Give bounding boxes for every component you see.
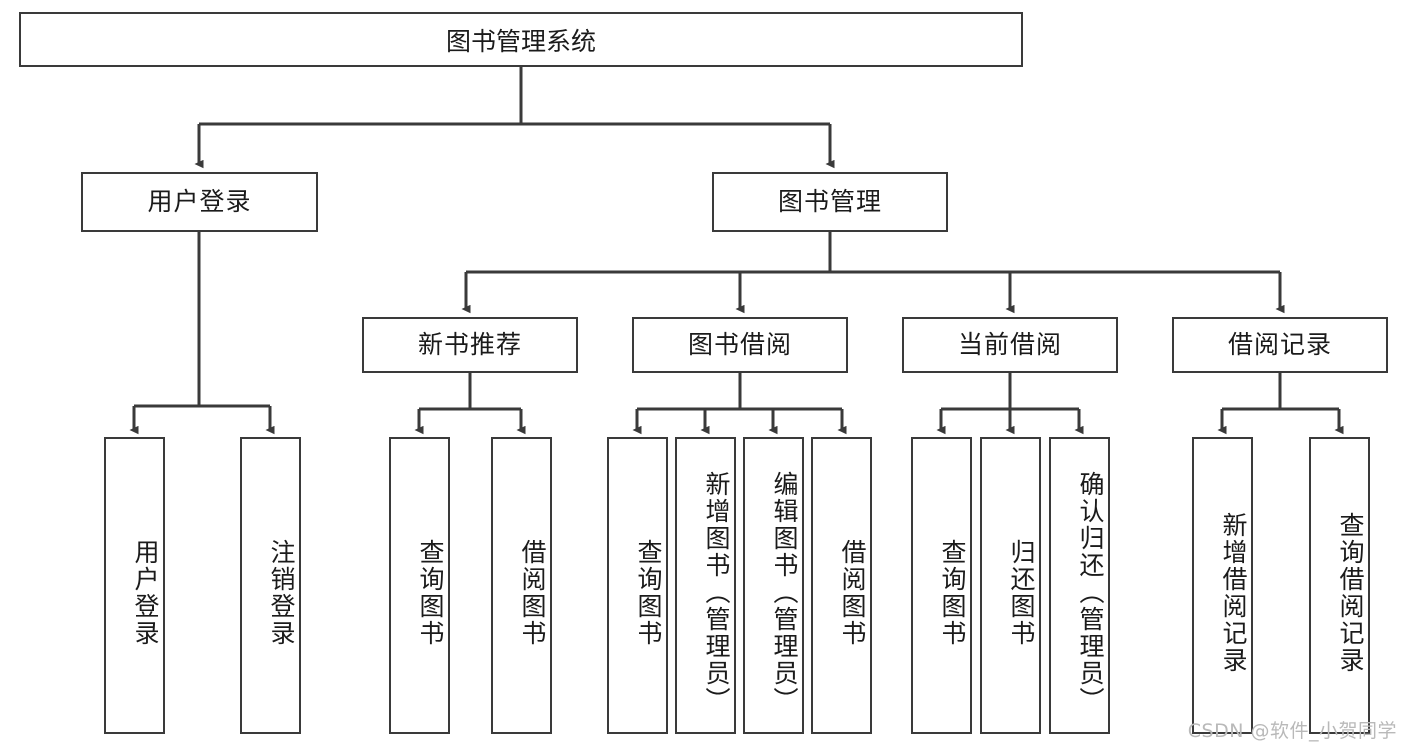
node-root-system[interactable]: 图书管理系统	[19, 12, 1023, 67]
leaf-borrow-book[interactable]: 借阅图书	[811, 437, 872, 734]
leaf-confirm-return-admin[interactable]: 确认归还（管理员）	[1049, 437, 1110, 734]
leaf-user-login[interactable]: 用户登录	[104, 437, 165, 734]
leaf-edit-book-admin[interactable]: 编辑图书（管理员）	[743, 437, 804, 734]
leaf-logout[interactable]: 注销登录	[240, 437, 301, 734]
node-current-borrow[interactable]: 当前借阅	[902, 317, 1118, 373]
node-book-management[interactable]: 图书管理	[712, 172, 948, 232]
leaf-query-book-borrow[interactable]: 查询图书	[607, 437, 668, 734]
leaf-return-book[interactable]: 归还图书	[980, 437, 1041, 734]
leaf-query-borrow-record[interactable]: 查询借阅记录	[1309, 437, 1370, 734]
leaf-query-book-recommend[interactable]: 查询图书	[389, 437, 450, 734]
node-book-borrow[interactable]: 图书借阅	[632, 317, 848, 373]
node-new-book-recommend[interactable]: 新书推荐	[362, 317, 578, 373]
node-borrow-record[interactable]: 借阅记录	[1172, 317, 1388, 373]
leaf-add-book-admin[interactable]: 新增图书（管理员）	[675, 437, 736, 734]
node-user-login[interactable]: 用户登录	[81, 172, 318, 232]
leaf-borrow-book-recommend[interactable]: 借阅图书	[491, 437, 552, 734]
leaf-add-borrow-record[interactable]: 新增借阅记录	[1192, 437, 1253, 734]
csdn-watermark: CSDN @软件_小贺同学	[1187, 720, 1397, 742]
leaf-query-book-current[interactable]: 查询图书	[911, 437, 972, 734]
